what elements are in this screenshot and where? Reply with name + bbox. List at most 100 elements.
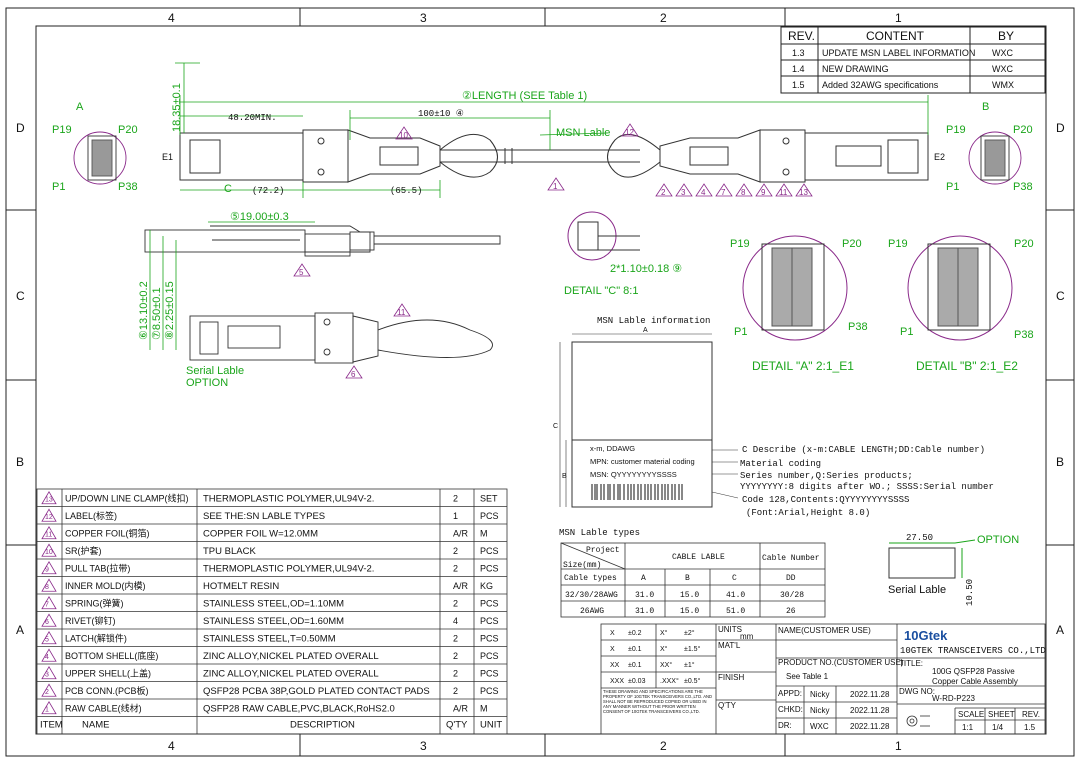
tb-chkd: CHKD: (778, 705, 803, 714)
detail-a-large (742, 235, 848, 341)
bom-item-qty: A/R (453, 703, 469, 713)
label-serial-lable: Serial Lable (186, 365, 244, 377)
label-p1-db: P1 (900, 326, 913, 338)
bom-item-name: BOTTOM SHELL(底座) (65, 650, 158, 661)
tb-dr: DR: (778, 721, 792, 730)
label-p1-da: P1 (734, 326, 747, 338)
msn-col-dd: DD (786, 574, 796, 583)
zone-top-4: 4 (168, 11, 175, 25)
tb-appd-date: 2022.11.28 (850, 690, 890, 699)
tb-scale-label: SCALE (958, 710, 984, 719)
tb-sheet-label: SHEET (988, 710, 1015, 719)
svg-text:12: 12 (625, 128, 634, 137)
label-e2: E2 (934, 152, 945, 162)
bom-item-balloon (41, 508, 57, 522)
tolerance-cell: XX (610, 662, 620, 669)
zone-bottom-1: 1 (895, 739, 902, 753)
rev-header-content: CONTENT (866, 29, 925, 43)
zone-right-c: C (1056, 289, 1065, 303)
label-p19-db: P19 (888, 238, 908, 250)
bom-item-qty: 2 (453, 668, 458, 678)
detail-c (567, 211, 640, 261)
bom-item-balloon (41, 595, 57, 610)
tb-dwg-label: DWG NO: (899, 687, 935, 696)
label-p20-b: P20 (1013, 124, 1033, 136)
msn-row1-b: 15.0 (680, 591, 699, 600)
option-serial-text: Serial Lable (888, 584, 946, 596)
side-view (144, 225, 501, 257)
dim-850: ⑦8.50±0.1 (151, 287, 163, 340)
tb-sheet: 1/4 (992, 723, 1004, 732)
tb-units: UNITS (718, 625, 742, 634)
msn-types-table (560, 542, 826, 618)
bom-item-balloon (41, 560, 57, 575)
bom-item-name: PCB CONN.(PCB板) (65, 685, 149, 696)
bom-item-unit: PCS (480, 651, 499, 661)
zone-bottom-3: 3 (420, 739, 427, 753)
msn-line-3: MSN: QYYYYYYYYSSSS (590, 470, 677, 479)
bom-item-name: UP/DOWN LINE CLAMP(线扣) (65, 492, 189, 503)
bom-item-description: COPPER FOIL W=12.0MM (203, 528, 318, 539)
bom-item-description: TPU BLACK (203, 546, 256, 557)
label-p20-a: P20 (118, 124, 138, 136)
bom-item-description: HOTMELT RESIN (203, 581, 279, 592)
balloon-6: 6 (351, 370, 356, 379)
msn-line-1: x-m, DDAWG (590, 444, 635, 453)
tb-see-table: See Table 1 (786, 672, 829, 681)
bom-item-unit: SET (480, 493, 498, 503)
bom-item-number: 7 (45, 601, 49, 608)
bom-item-qty: 1 (453, 511, 458, 521)
msn-col-c: C (732, 574, 737, 583)
bom-item-number: 11 (45, 531, 52, 538)
balloon-numbers-top: 1 12 10 2 3 4 7 8 9 11 13 (399, 128, 808, 197)
zone-bottom-2: 2 (660, 739, 667, 753)
bom-item-number: 12 (45, 514, 53, 521)
bom-item-name: INNER MOLD(内模) (65, 580, 146, 591)
tb-appd: APPD: (778, 689, 802, 698)
bom-header-cell: UNIT (480, 720, 502, 731)
label-b: B (982, 101, 989, 113)
bom-header-cell: Q'TY (446, 720, 468, 731)
bom-item-unit: PCS (480, 633, 499, 643)
title-block (600, 623, 1046, 735)
rev-row-3-rev: 1.5 (792, 80, 805, 90)
tb-notice: THESE DRAWING AND SPECIFICATIONS ARE THE… (603, 689, 713, 714)
bom-item-number: 10 (45, 549, 53, 556)
balloon-8: 8 (741, 188, 746, 197)
top-view (179, 129, 929, 183)
bom-item-name: PULL TAB(拉带) (65, 562, 130, 573)
tolerance-cell: ±0.2 (628, 630, 642, 637)
balloon-2: 2 (661, 188, 666, 197)
bom-item-number: 8 (45, 584, 49, 591)
tb-dr-name: WXC (810, 722, 829, 731)
tb-title-label: TITLE: (899, 659, 923, 668)
balloon-5: 5 (299, 268, 304, 277)
label-p19-b: P19 (946, 124, 966, 136)
tolerance-cell: XXX (610, 678, 624, 685)
bom-item-number: 5 (45, 636, 49, 643)
dimension-lines (175, 62, 929, 198)
svg-text:1: 1 (553, 182, 558, 191)
msn-note-6: (Font:Arial,Height 8.0) (746, 508, 870, 518)
tolerance-cell: X° (660, 629, 668, 637)
tolerance-cell: ±0.03 (628, 678, 646, 685)
option-serial-box (888, 539, 976, 579)
bom-item-unit: PCS (480, 598, 499, 608)
end-view-b (968, 131, 1022, 185)
msn-types-cable-label: CABLE LABLE (672, 553, 725, 562)
option-label: OPTION (977, 534, 1019, 546)
rev-row-1-content: UPDATE MSN LABEL INFORMATION (822, 48, 975, 58)
zone-labels: 4 3 2 1 4 3 2 1 D C B A D C B A (16, 11, 1065, 753)
balloons-top (395, 123, 813, 197)
label-p19-da: P19 (730, 238, 750, 250)
msn-row2-b: 15.0 (680, 607, 699, 616)
tb-dwg-no: W-RD-P223 (932, 694, 976, 703)
msn-row2-dd: 26 (786, 607, 796, 616)
label-p20-db: P20 (1014, 238, 1034, 250)
bom-item-number: 2 (45, 689, 49, 696)
dim-detail-c: 2*1.10±0.18 ⑨ (610, 263, 682, 275)
bom-item-description: SEE THE:SN LABLE TYPES (203, 511, 325, 522)
dim-225: ⑧2.25±0.15 (164, 281, 176, 340)
